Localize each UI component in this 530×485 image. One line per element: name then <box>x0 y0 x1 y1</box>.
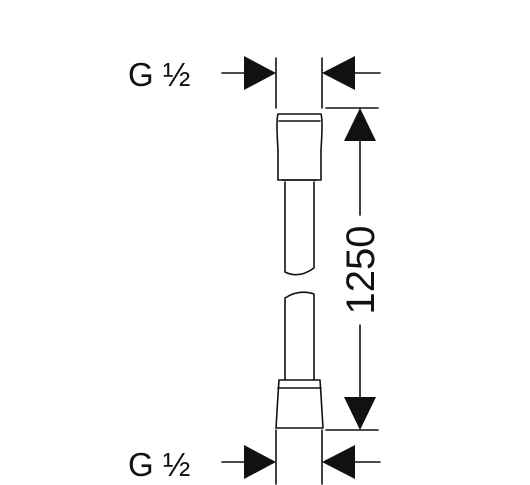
hose-lower-segment <box>284 291 315 381</box>
bottom-left-arrowhead <box>244 445 276 479</box>
top-left-arrowhead <box>244 56 276 90</box>
bottom-right-arrowhead <box>322 445 355 479</box>
top-connector-nut <box>276 113 323 181</box>
bottom-thread-label: G ½ <box>128 446 190 483</box>
top-thread-label: G ½ <box>128 56 190 93</box>
length-dimension-label: 1250 <box>339 226 383 315</box>
bottom-connector-nut <box>275 379 324 429</box>
length-top-arrowhead <box>344 108 376 141</box>
top-right-arrowhead <box>322 56 355 90</box>
hose-upper-segment <box>284 181 315 276</box>
length-bottom-arrowhead <box>344 397 376 430</box>
